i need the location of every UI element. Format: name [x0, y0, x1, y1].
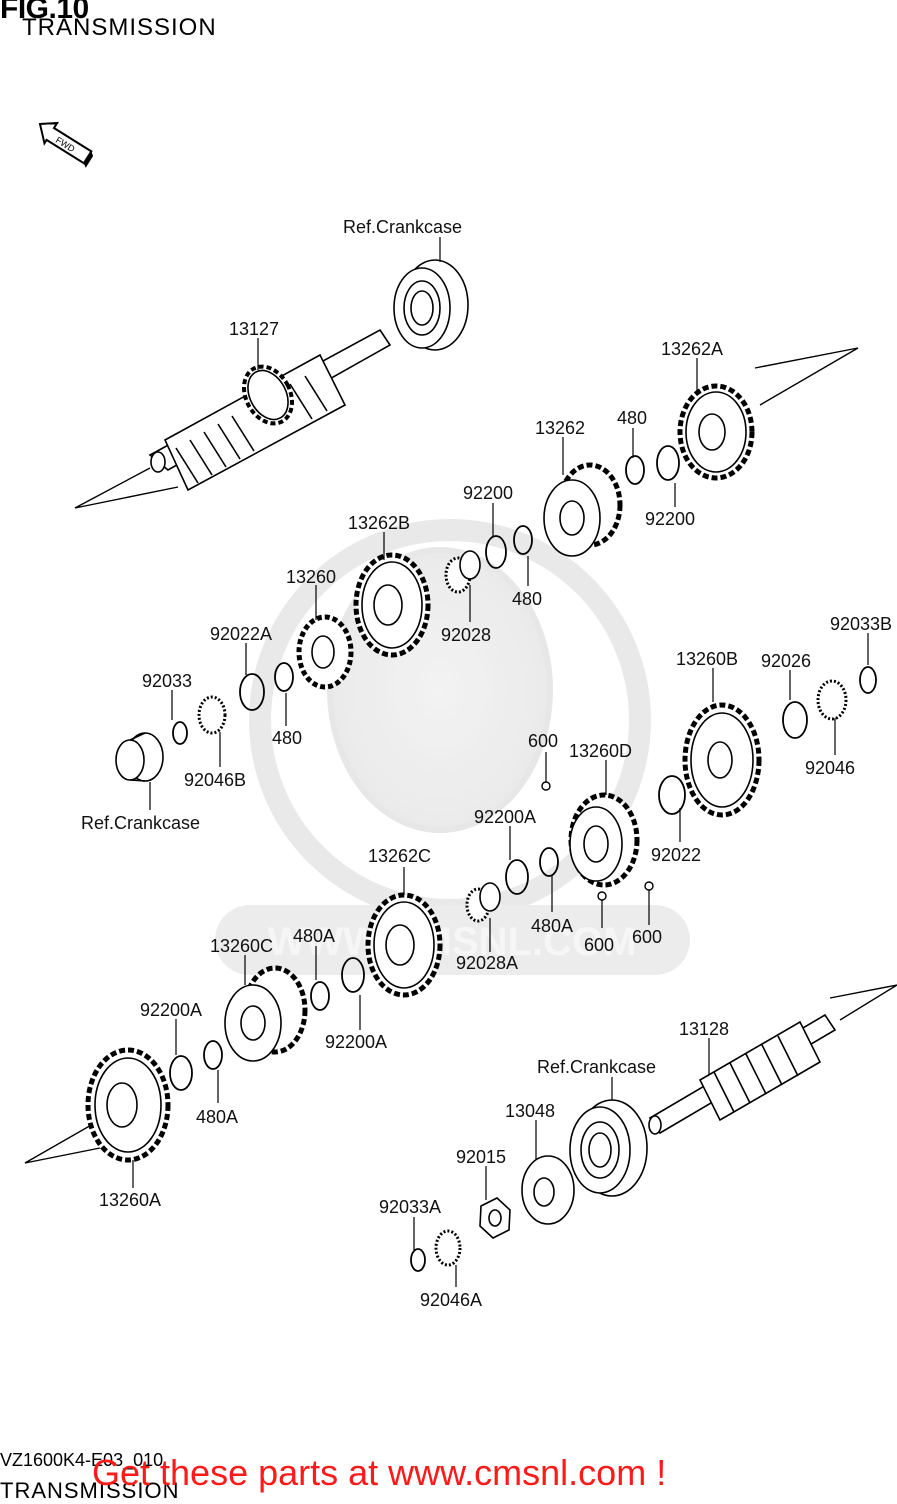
ball-600-bottom-left — [597, 891, 607, 901]
part-label: 92028 — [441, 625, 491, 645]
gear-13260B — [682, 702, 762, 818]
circlip-92033A — [410, 1248, 426, 1272]
figure-number: FIG.10 — [0, 0, 89, 25]
part-label: 13260C — [210, 936, 273, 956]
circlip-480-top — [625, 455, 645, 485]
part-label: 480 — [512, 589, 542, 609]
bearing-ref-crankcase-left — [115, 732, 164, 782]
part-label: 13262A — [661, 339, 723, 359]
nut-92015 — [479, 1197, 511, 1239]
circlip-480A-center — [539, 847, 559, 877]
gear-13260 — [296, 614, 354, 690]
needle-bearing-92028A — [465, 882, 501, 923]
part-label: 92033B — [830, 614, 892, 634]
part-label: 480A — [293, 926, 335, 946]
washer-92022 — [658, 775, 686, 815]
washer-92200A-far-left — [169, 1055, 193, 1091]
washer-92200A-center — [505, 859, 529, 895]
part-label: 92022 — [651, 845, 701, 865]
washer-92200-top — [485, 535, 507, 569]
leader-lines — [132, 237, 869, 1287]
hub-13048 — [521, 1155, 575, 1225]
part-label: 13262B — [348, 513, 410, 533]
part-label: 92200A — [140, 1000, 202, 1020]
washer-92026 — [782, 701, 808, 739]
ref-crankcase-label-top: Ref.Crankcase — [343, 217, 462, 237]
axis-line-bottom-left — [24, 1119, 101, 1164]
watermark-text: WWW.CMSNL.COM — [268, 920, 637, 964]
figure-title: TRANSMISSION — [22, 14, 217, 41]
part-label: 92015 — [456, 1147, 506, 1167]
circlip-480-left — [274, 662, 294, 692]
ball-600-top — [541, 781, 551, 791]
part-label: 13262 — [535, 418, 585, 438]
part-label: 13260B — [676, 649, 738, 669]
part-label: 92046A — [420, 1290, 482, 1310]
part-label: 92046 — [805, 758, 855, 778]
part-label: 13128 — [679, 1019, 729, 1039]
ref-crankcase-label-bottom: Ref.Crankcase — [537, 1057, 656, 1077]
ref-crankcase-label-left: Ref.Crankcase — [81, 813, 200, 833]
axis-line-top-right — [754, 347, 859, 406]
circlip-92033 — [172, 721, 188, 745]
circlip-480-top-2 — [513, 525, 533, 555]
gear-13262 — [543, 462, 623, 557]
needle-bearing-92028 — [444, 550, 481, 594]
gear-13262A — [677, 383, 755, 481]
part-label: 92033A — [379, 1197, 441, 1217]
axis-line-bottom-right — [829, 984, 897, 1021]
part-label: 92026 — [761, 651, 811, 671]
gear-13127 — [242, 364, 294, 426]
part-label: 480 — [617, 408, 647, 428]
needle-bearing-92046A — [434, 1229, 462, 1267]
gear-13260C — [224, 965, 308, 1062]
washer-92200-top-right — [656, 445, 680, 481]
ball-600-bottom-right — [644, 881, 654, 891]
part-label: 92022A — [210, 624, 272, 644]
washer-92022A — [239, 673, 265, 711]
gear-13262B — [353, 552, 431, 658]
part-label: 480 — [272, 728, 302, 748]
needle-bearing-92046 — [816, 679, 848, 721]
part-label: 480A — [531, 916, 573, 936]
part-label: 600 — [528, 731, 558, 751]
counter-shaft-13128 — [648, 1013, 837, 1135]
axis-line-top-left — [74, 467, 179, 509]
part-label: 13260 — [286, 567, 336, 587]
needle-bearing-92046B — [197, 695, 227, 735]
fwd-arrow-icon: FWD — [38, 121, 94, 168]
washer-92200A-left — [341, 957, 365, 993]
axis-guide-lines — [24, 347, 897, 1164]
part-label: 92200A — [474, 807, 536, 827]
gear-13262C — [365, 892, 443, 998]
part-label: 92200A — [325, 1032, 387, 1052]
part-label: 13048 — [505, 1101, 555, 1121]
part-label: 92046B — [184, 770, 246, 790]
part-label: 13127 — [229, 319, 279, 339]
circlip-480A-far-left — [203, 1040, 223, 1070]
drawing-code: VZ1600K4-E03_010 — [0, 1450, 164, 1470]
part-label: 92200 — [463, 483, 513, 503]
part-label: 600 — [584, 935, 614, 955]
footer-title: TRANSMISSION — [0, 1478, 180, 1503]
circlip-92033B — [859, 666, 877, 694]
washers-and-circlips — [169, 445, 877, 1272]
main-shaft-13127 — [148, 328, 392, 492]
promo-link[interactable]: Get these parts at www.cmsnl.com ! — [92, 1452, 667, 1493]
part-label: 92200 — [645, 509, 695, 529]
part-label: 13262C — [368, 846, 431, 866]
part-label: 92028A — [456, 953, 518, 973]
gear-13260D — [568, 792, 640, 888]
part-label: 92033 — [142, 671, 192, 691]
circlip-480A-left — [310, 981, 330, 1011]
bearing-ref-crankcase-top — [393, 259, 469, 351]
part-label: 480A — [196, 1107, 238, 1127]
part-label: 13260A — [99, 1190, 161, 1210]
bearing-ref-crankcase-bottom — [569, 1099, 648, 1197]
part-label: 13260D — [569, 741, 632, 761]
part-label: 600 — [632, 927, 662, 947]
gear-13260A — [85, 1047, 171, 1163]
